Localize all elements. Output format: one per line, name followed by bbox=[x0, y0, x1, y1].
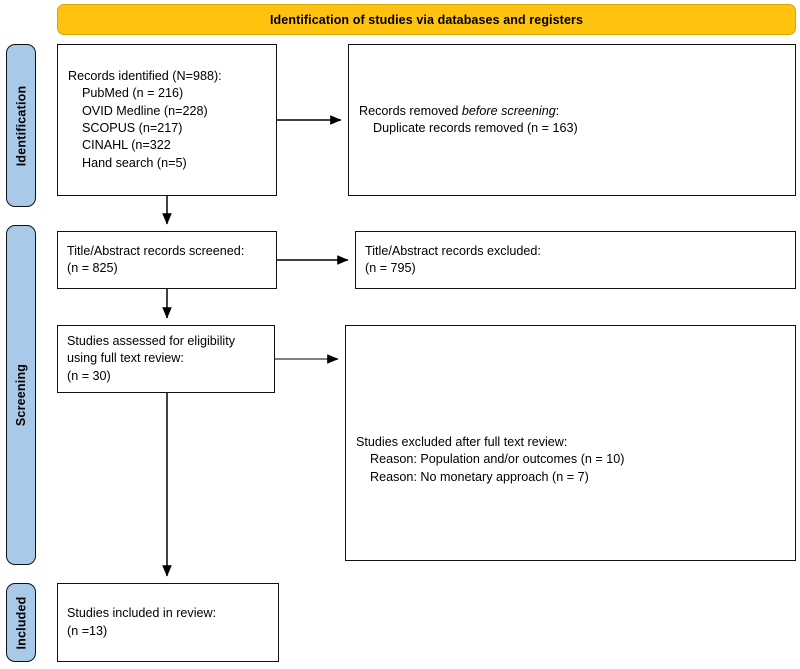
eligibility-assessed-box: Studies assessed for eligibility using f… bbox=[57, 325, 275, 393]
banner-title: Identification of studies via databases … bbox=[269, 12, 584, 27]
diagram-header-banner: Identification of studies via databases … bbox=[57, 4, 796, 35]
stage-label-screening: Screening bbox=[14, 363, 28, 427]
records-removed-line1-prefix: Records removed bbox=[359, 103, 462, 118]
stage-label-identification: Identification bbox=[14, 85, 29, 166]
studies-excluded-full-text-box: Studies excluded after full text review:… bbox=[345, 325, 796, 561]
stage-tab-screening: Screening bbox=[6, 225, 36, 565]
stage-tab-included: Included bbox=[6, 583, 36, 662]
stage-tab-identification: Identification bbox=[6, 44, 36, 207]
title-abstract-excluded-text: Title/Abstract records excluded: (n = 79… bbox=[365, 243, 541, 275]
title-abstract-excluded-box: Title/Abstract records excluded: (n = 79… bbox=[355, 231, 796, 289]
records-identified-box: Records identified (N=988): PubMed (n = … bbox=[57, 44, 277, 196]
records-removed-box: Records removed before screening: Duplic… bbox=[348, 44, 796, 196]
studies-included-text: Studies included in review: (n =13) bbox=[67, 606, 217, 638]
studies-included-box: Studies included in review: (n =13) bbox=[57, 583, 279, 662]
records-removed-line1-suffix: : bbox=[555, 103, 560, 118]
records-identified-text: Records identified (N=988): PubMed (n = … bbox=[68, 68, 222, 170]
stage-label-included: Included bbox=[14, 596, 28, 649]
records-removed-line1-italic: before screening bbox=[461, 103, 556, 118]
studies-excluded-full-text: Studies excluded after full text review:… bbox=[356, 435, 625, 484]
records-removed-line2: Duplicate records removed (n = 163) bbox=[359, 121, 578, 135]
title-abstract-screened-box: Title/Abstract records screened: (n = 82… bbox=[57, 231, 277, 289]
title-abstract-screened-text: Title/Abstract records screened: (n = 82… bbox=[67, 243, 245, 275]
records-removed-text: Records removed before screening: Duplic… bbox=[349, 103, 795, 138]
eligibility-assessed-text: Studies assessed for eligibility using f… bbox=[67, 333, 235, 383]
